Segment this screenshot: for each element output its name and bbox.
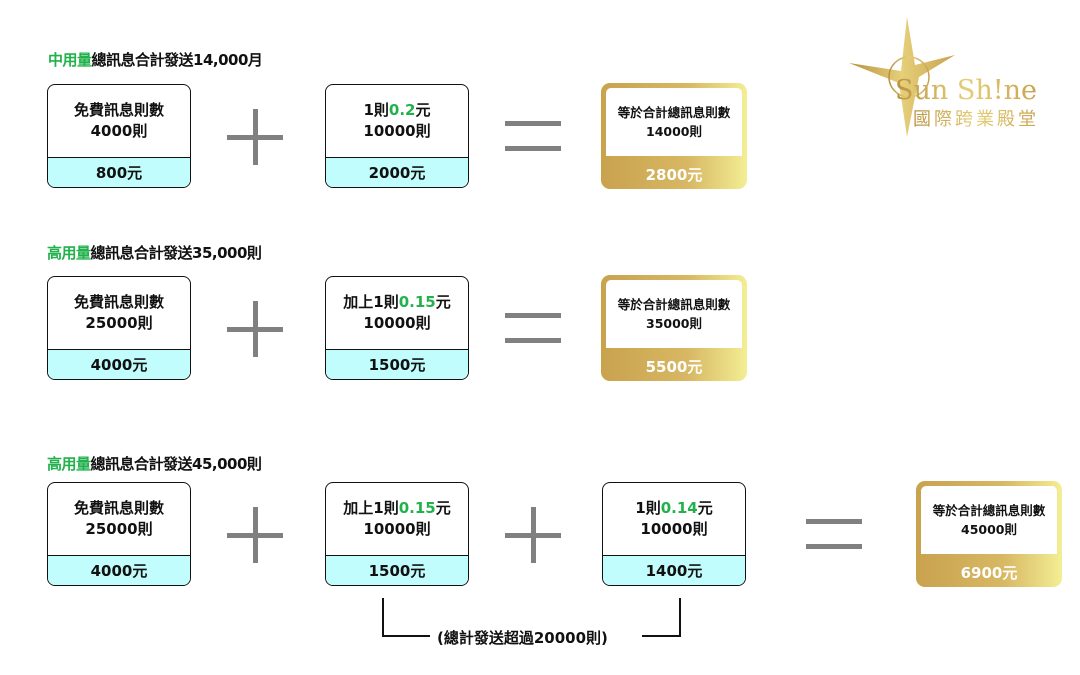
total-box: 等於合計總訊息則數 14000則 2800元 (601, 83, 747, 189)
box-price: 800元 (48, 158, 190, 187)
header-text: 總訊息合計發送14,000月 (91, 51, 263, 69)
header-highlight: 高用量 (47, 455, 91, 473)
row2-header: 高用量總訊息合計發送35,000則 (47, 242, 262, 263)
box-count: 10000則 (363, 520, 431, 538)
total-price: 2800元 (645, 165, 703, 184)
plus-icon (505, 507, 561, 563)
box-count: 10000則 (640, 520, 708, 538)
equals-icon (505, 313, 561, 343)
box-price: 4000元 (48, 556, 190, 585)
box-count: 25000則 (85, 314, 153, 332)
box-price: 2000元 (326, 158, 468, 187)
bracket-line (679, 598, 681, 637)
box-label: 免費訊息則數 (73, 499, 164, 517)
extra-messages-box: 加上1則0.15元 10000則 1500元 (325, 482, 469, 586)
logo-text: Sun Sh!ne (895, 75, 1037, 106)
box-rate: 1則0.2元 (363, 101, 431, 119)
total-count: 14000則 (646, 124, 702, 139)
free-messages-box: 免費訊息則數 25000則 4000元 (47, 482, 191, 586)
header-text: 總訊息合計發送45,000則 (90, 455, 262, 473)
equals-icon (505, 121, 561, 151)
svg-text:國際跨業殿堂: 國際跨業殿堂 (913, 109, 1039, 130)
total-count: 35000則 (646, 316, 702, 331)
box-price: 1500元 (326, 350, 468, 379)
total-label: 等於合計總訊息則數 (617, 105, 731, 120)
plus-icon (227, 301, 283, 357)
row3-header: 高用量總訊息合計發送45,000則 (47, 453, 262, 474)
header-highlight: 中用量 (48, 51, 92, 69)
total-count: 45000則 (961, 522, 1017, 537)
total-box: 等於合計總訊息則數 35000則 5500元 (601, 275, 747, 381)
total-label: 等於合計總訊息則數 (617, 297, 731, 312)
extra-messages-box: 1則0.2元 10000則 2000元 (325, 84, 469, 188)
total-label: 等於合計總訊息則數 (932, 503, 1046, 518)
box-count: 4000則 (90, 122, 148, 140)
bracket-line (382, 598, 384, 637)
box-count: 10000則 (363, 314, 431, 332)
bracket-note: (總計發送超過20000則) (437, 629, 608, 647)
extra-messages-box: 加上1則0.15元 10000則 1500元 (325, 276, 469, 380)
plus-icon (227, 109, 283, 165)
box-rate: 加上1則0.15元 (343, 293, 451, 311)
box-count: 25000則 (85, 520, 153, 538)
equals-icon (806, 519, 862, 549)
total-box: 等於合計總訊息則數 45000則 6900元 (916, 481, 1062, 587)
box-label: 免費訊息則數 (73, 101, 164, 119)
row1-header: 中用量總訊息合計發送14,000月 (48, 49, 263, 70)
box-price: 1500元 (326, 556, 468, 585)
box-rate: 1則0.14元 (635, 499, 713, 517)
box-label: 免費訊息則數 (73, 293, 164, 311)
box-price: 4000元 (48, 350, 190, 379)
bracket-line (642, 635, 681, 637)
box-count: 10000則 (363, 122, 431, 140)
box-rate: 加上1則0.15元 (343, 499, 451, 517)
plus-icon (227, 507, 283, 563)
total-price: 6900元 (960, 563, 1018, 582)
extra-messages-box-2: 1則0.14元 10000則 1400元 (602, 482, 746, 586)
free-messages-box: 免費訊息則數 4000則 800元 (47, 84, 191, 188)
box-price: 1400元 (603, 556, 745, 585)
header-highlight: 高用量 (47, 244, 91, 262)
free-messages-box: 免費訊息則數 25000則 4000元 (47, 276, 191, 380)
header-text: 總訊息合計發送35,000則 (90, 244, 262, 262)
sunshine-logo: Sun Sh!ne 國際跨業殿堂 (845, 15, 1055, 140)
bracket-line (382, 635, 430, 637)
total-price: 5500元 (645, 357, 703, 376)
